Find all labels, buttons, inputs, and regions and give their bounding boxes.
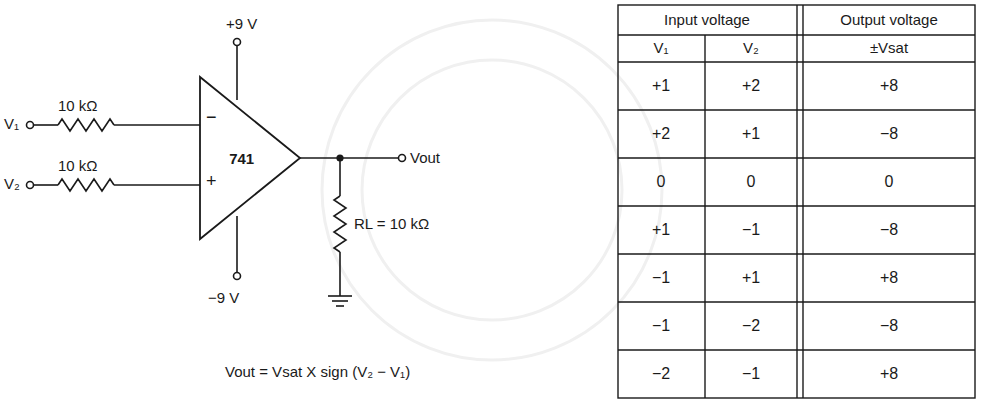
watermark-seal — [322, 20, 662, 360]
wire — [236, 46, 238, 100]
wire — [339, 158, 341, 196]
wire — [339, 252, 341, 296]
resistor-symbol — [58, 179, 114, 191]
terminal — [234, 39, 241, 46]
table-cell: −1 — [742, 365, 760, 383]
pin-sign: + — [206, 172, 217, 192]
supply-label: +9 V — [226, 16, 257, 33]
table-header: V₁ — [653, 40, 668, 57]
part-number: 741 — [229, 150, 254, 167]
wire — [34, 124, 58, 126]
wire — [114, 184, 200, 186]
table-cell: −8 — [880, 221, 898, 239]
resistor-value: 10 kΩ — [58, 98, 98, 115]
table-cell: −1 — [742, 221, 760, 239]
ground-symbol — [328, 296, 352, 306]
table-cell: +1 — [742, 125, 760, 143]
table-header: V₂ — [743, 40, 759, 57]
terminal — [399, 155, 406, 162]
op-amp-triangle: 741 — [198, 75, 302, 241]
resistor-symbol — [334, 196, 346, 252]
table-cell: +1 — [742, 269, 760, 287]
wire — [236, 216, 238, 272]
terminal — [234, 273, 241, 280]
table-cell: −8 — [880, 125, 898, 143]
supply-label: −9 V — [208, 290, 239, 307]
formula: Vout = Vsat X sign (V₂ − V₁) — [225, 364, 410, 381]
table-cell: +8 — [880, 269, 898, 287]
terminal — [27, 122, 34, 129]
table-cell: −1 — [652, 317, 670, 335]
resistor-value: RL = 10 kΩ — [354, 216, 429, 233]
table-cell: 0 — [657, 173, 666, 191]
table-header: Output voltage — [840, 12, 938, 29]
table-cell: +1 — [652, 77, 670, 95]
table-cell: −2 — [652, 365, 670, 383]
terminal — [27, 182, 34, 189]
wire — [114, 124, 200, 126]
table-cell: +8 — [880, 365, 898, 383]
table-cell: −8 — [880, 317, 898, 335]
signal-name: V₁ — [4, 116, 19, 133]
wire — [300, 157, 398, 159]
signal-name: Vout — [410, 150, 440, 167]
wire — [34, 184, 58, 186]
table-header: ±Vsat — [870, 40, 908, 57]
table-cell: 0 — [885, 173, 894, 191]
table-cell: −1 — [652, 269, 670, 287]
table-grid — [618, 5, 975, 398]
table-cell: +2 — [652, 125, 670, 143]
table-cell: +1 — [652, 221, 670, 239]
table-cell: +8 — [880, 77, 898, 95]
table-cell: +2 — [742, 77, 760, 95]
signal-name: V₂ — [4, 176, 20, 193]
table-header: Input voltage — [664, 12, 750, 29]
resistor-symbol — [58, 119, 114, 131]
table-cell: 0 — [747, 173, 756, 191]
resistor-value: 10 kΩ — [58, 158, 98, 175]
pin-sign: − — [206, 108, 217, 128]
table-cell: −2 — [742, 317, 760, 335]
